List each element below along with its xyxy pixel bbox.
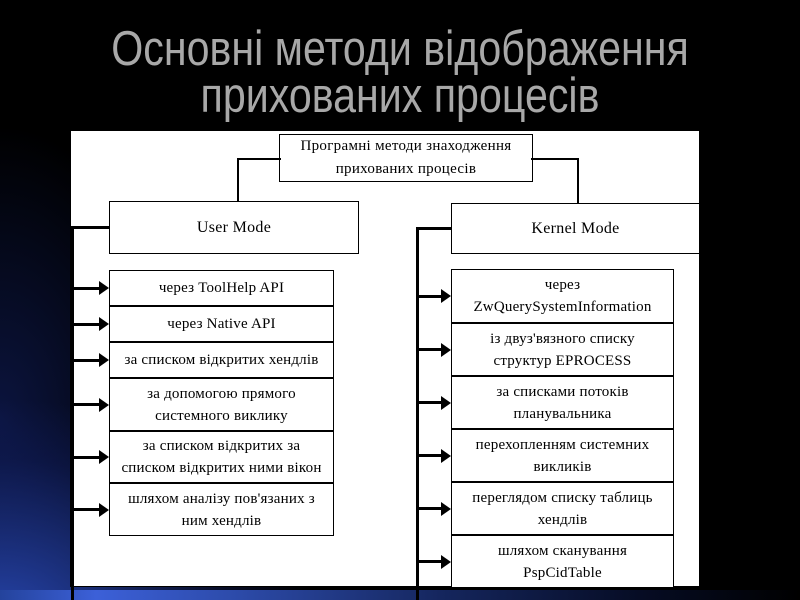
method-box: за списками потоків планувальника bbox=[451, 376, 674, 429]
kernel-mode-label: Kernel Mode bbox=[531, 220, 620, 237]
root-box-label: Програмні методи знаходження прихованих … bbox=[300, 138, 512, 177]
method-label: за списком відкритих за списком відкрити… bbox=[121, 438, 322, 476]
method-box: через ToolHelp API bbox=[109, 270, 334, 306]
method-row-user-3: за списком відкритих хендлів bbox=[73, 342, 334, 378]
user-mode-box: User Mode bbox=[109, 201, 359, 254]
method-row-kernel-1: через ZwQuerySystemInformation bbox=[416, 269, 674, 323]
method-label: через Native API bbox=[167, 316, 276, 332]
right-branch-line bbox=[416, 227, 451, 230]
method-box: шляхом аналізу пов'язаних з ним хендлів bbox=[109, 483, 334, 536]
method-label: перехопленням системних викликів bbox=[475, 436, 650, 475]
method-row-user-5: за списком відкритих за списком відкрити… bbox=[73, 431, 334, 483]
method-box: за списком відкритих хендлів bbox=[109, 342, 334, 378]
method-box: за допомогою прямого системного виклику bbox=[109, 378, 334, 431]
method-label: із двуз'вязного списку структур EPROCESS bbox=[490, 330, 635, 369]
root-box: Програмні методи знаходження прихованих … bbox=[279, 134, 533, 182]
connector-line bbox=[237, 158, 281, 160]
method-label: переглядом списку таблиць хендлів bbox=[472, 489, 653, 528]
method-row-user-4: за допомогою прямого системного виклику bbox=[73, 378, 334, 431]
method-box: через Native API bbox=[109, 306, 334, 342]
method-row-user-1: через ToolHelp API bbox=[73, 270, 334, 306]
method-label: через ToolHelp API bbox=[158, 280, 285, 296]
background-bottom-stripe bbox=[0, 590, 800, 600]
method-row-user-2: через Native API bbox=[73, 306, 334, 342]
method-box: переглядом списку таблиць хендлів bbox=[451, 482, 674, 535]
method-row-user-6: шляхом аналізу пов'язаних з ним хендлів bbox=[73, 483, 334, 536]
method-label: за списком відкритих хендлів bbox=[124, 352, 319, 368]
connector-line bbox=[531, 158, 579, 160]
left-feeder-line bbox=[71, 226, 74, 600]
right-feeder-line bbox=[416, 227, 419, 600]
slide-title-line1: Основні методи відображення bbox=[111, 22, 689, 76]
method-row-kernel-2: із двуз'вязного списку структур EPROCESS bbox=[416, 323, 674, 376]
diagram-panel: Програмні методи знаходження прихованих … bbox=[70, 130, 700, 600]
method-row-kernel-4: перехопленням системних викликів bbox=[416, 429, 674, 482]
method-label: за допомогою прямого системного виклику bbox=[147, 385, 296, 424]
user-mode-label: User Mode bbox=[196, 219, 272, 236]
slide-title: Основні методи відображення прихованих п… bbox=[0, 22, 800, 123]
slide-title-line2: прихованих процесів bbox=[200, 69, 600, 123]
method-label: шляхом сканування PspCidTable bbox=[497, 542, 628, 581]
method-label: за списками потоків планувальника bbox=[496, 383, 629, 422]
connector-line bbox=[237, 158, 239, 202]
left-branch-line bbox=[71, 226, 109, 229]
method-box: через ZwQuerySystemInformation bbox=[451, 269, 674, 323]
method-box: за списком відкритих за списком відкрити… bbox=[109, 431, 334, 483]
method-box: шляхом сканування PspCidTable bbox=[451, 535, 674, 588]
method-label: через ZwQuerySystemInformation bbox=[473, 277, 652, 315]
connector-line bbox=[577, 158, 579, 204]
kernel-mode-box: Kernel Mode bbox=[451, 203, 700, 254]
method-box: перехопленням системних викликів bbox=[451, 429, 674, 482]
method-box: із двуз'вязного списку структур EPROCESS bbox=[451, 323, 674, 376]
method-row-kernel-3: за списками потоків планувальника bbox=[416, 376, 674, 429]
method-label: шляхом аналізу пов'язаних з ним хендлів bbox=[128, 490, 315, 529]
method-row-kernel-5: переглядом списку таблиць хендлів bbox=[416, 482, 674, 535]
method-row-kernel-6: шляхом сканування PspCidTable bbox=[416, 535, 674, 588]
